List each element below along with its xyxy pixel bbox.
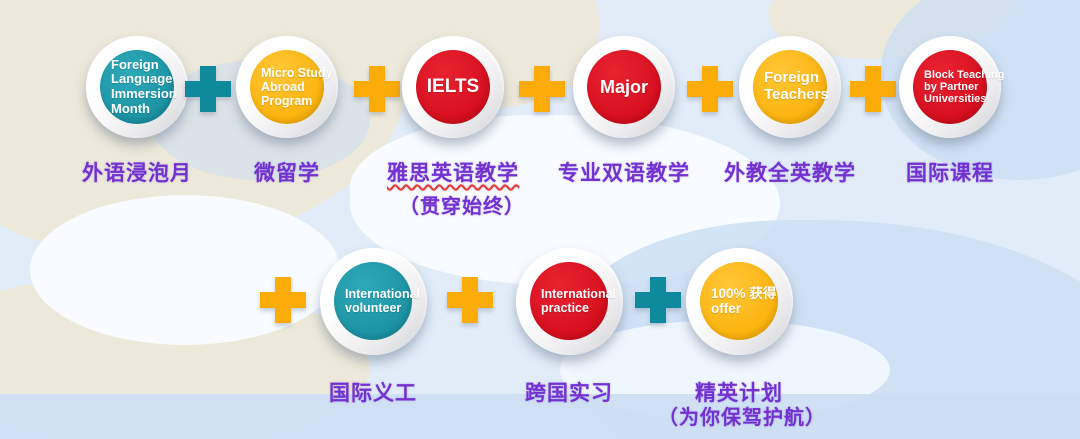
circle-text: Universities (924, 93, 987, 106)
plus-icon (185, 66, 231, 112)
label-micro-study-abroad-program: 微留学 (254, 162, 320, 185)
plus-bar (702, 66, 718, 112)
circle-text: Abroad (261, 80, 305, 94)
circle-text: 100% 获得 (711, 285, 777, 301)
circle-text: Language (111, 71, 173, 87)
circle-text: Teachers (764, 86, 829, 103)
plus-icon (260, 277, 306, 323)
label-offer-100-percent: 精英计划 (695, 382, 783, 405)
circle-text: Program (261, 94, 313, 108)
label-international-volunteer: 国际义工 (329, 382, 417, 405)
circle-text: Block Teaching (924, 68, 1005, 81)
label-foreign-language-immersion-month: 外语浸泡月 (82, 162, 192, 185)
circle-ielts: IELTS (402, 36, 504, 138)
plus-bar (534, 66, 550, 112)
plus-icon (519, 66, 565, 112)
circle-text: International (345, 287, 421, 301)
circle-text: IELTS (426, 76, 480, 98)
sublabel-offer-100-percent: （为你保驾护航） (658, 407, 826, 429)
circle-text: Foreign (764, 69, 819, 87)
circle-face-ielts: IELTS (416, 50, 490, 124)
label-international-practice: 跨国实习 (525, 382, 613, 405)
circle-text: Major (599, 76, 648, 97)
plus-bar (462, 277, 478, 323)
circle-text: Immersion (111, 86, 177, 101)
plus-bar (650, 277, 666, 323)
plus-icon (687, 66, 733, 112)
plus-icon (354, 66, 400, 112)
plus-icon (635, 277, 681, 323)
circle-major: Major (573, 36, 675, 138)
map-landmass (0, 0, 427, 270)
circle-text: International (541, 287, 617, 301)
label-block-teaching-partner-universities: 国际课程 (906, 162, 994, 185)
plus-icon (447, 277, 493, 323)
plus-bar (200, 66, 216, 112)
plus-bar (865, 66, 881, 112)
plus-bar (275, 277, 291, 323)
circle-text: by Partner (924, 80, 979, 93)
circle-text: volunteer (345, 301, 402, 315)
circle-text: Micro Study (261, 66, 333, 80)
plus-icon (850, 66, 896, 112)
circle-face-major: Major (587, 50, 661, 124)
map-landmass (0, 270, 374, 439)
label-ielts: 雅思英语教学 (387, 162, 519, 185)
circle-text: Foreign (111, 56, 159, 72)
label-foreign-teachers: 外教全英教学 (724, 162, 856, 185)
circle-text: practice (541, 301, 589, 315)
sublabel-ielts: （贯穿始终） (399, 196, 525, 218)
circle-text: offer (711, 301, 741, 316)
label-major: 专业双语教学 (558, 162, 690, 185)
plus-bar (369, 66, 385, 112)
circle-text: Month (111, 100, 150, 116)
